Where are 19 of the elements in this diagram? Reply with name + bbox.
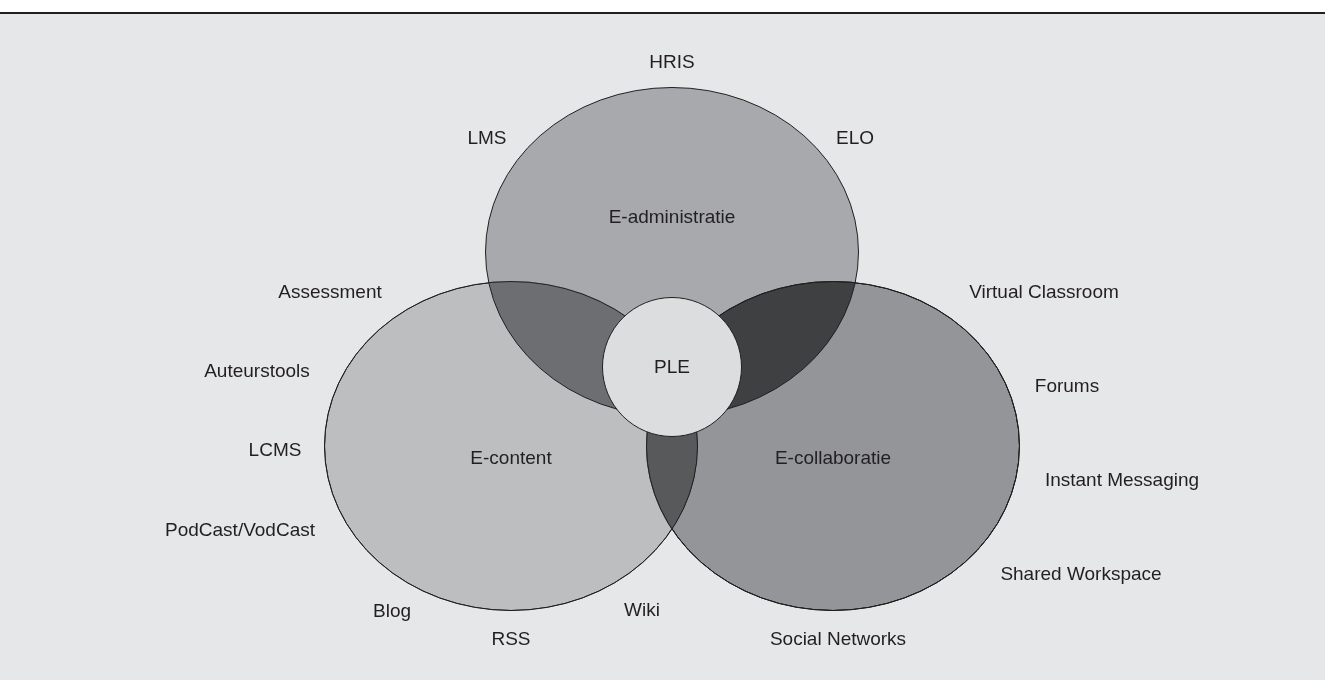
circle-label: PLE — [654, 356, 690, 378]
tool-label: Assessment — [278, 281, 382, 303]
tool-label: LCMS — [248, 439, 302, 461]
circle-label: E-collaboratie — [774, 447, 892, 469]
tool-label: Auteurstools — [204, 360, 310, 382]
circle-label: E-administratie — [608, 206, 736, 228]
tool-label: ELO — [836, 127, 874, 149]
tool-label: LMS — [467, 127, 507, 149]
tool-label: Virtual Classroom — [969, 281, 1119, 303]
tool-label: Instant Messaging — [1044, 469, 1200, 491]
tool-label: HRIS — [649, 51, 695, 73]
tool-label: Blog — [373, 600, 411, 622]
tool-label: Shared Workspace — [1000, 563, 1162, 585]
tool-label: Forums — [1034, 375, 1100, 397]
circle-label: E-content — [470, 447, 552, 469]
tool-label: PodCast/VodCast — [165, 519, 315, 541]
tool-label: Wiki — [624, 599, 660, 621]
tool-label: RSS — [491, 628, 531, 650]
tool-label: Social Networks — [769, 628, 907, 650]
